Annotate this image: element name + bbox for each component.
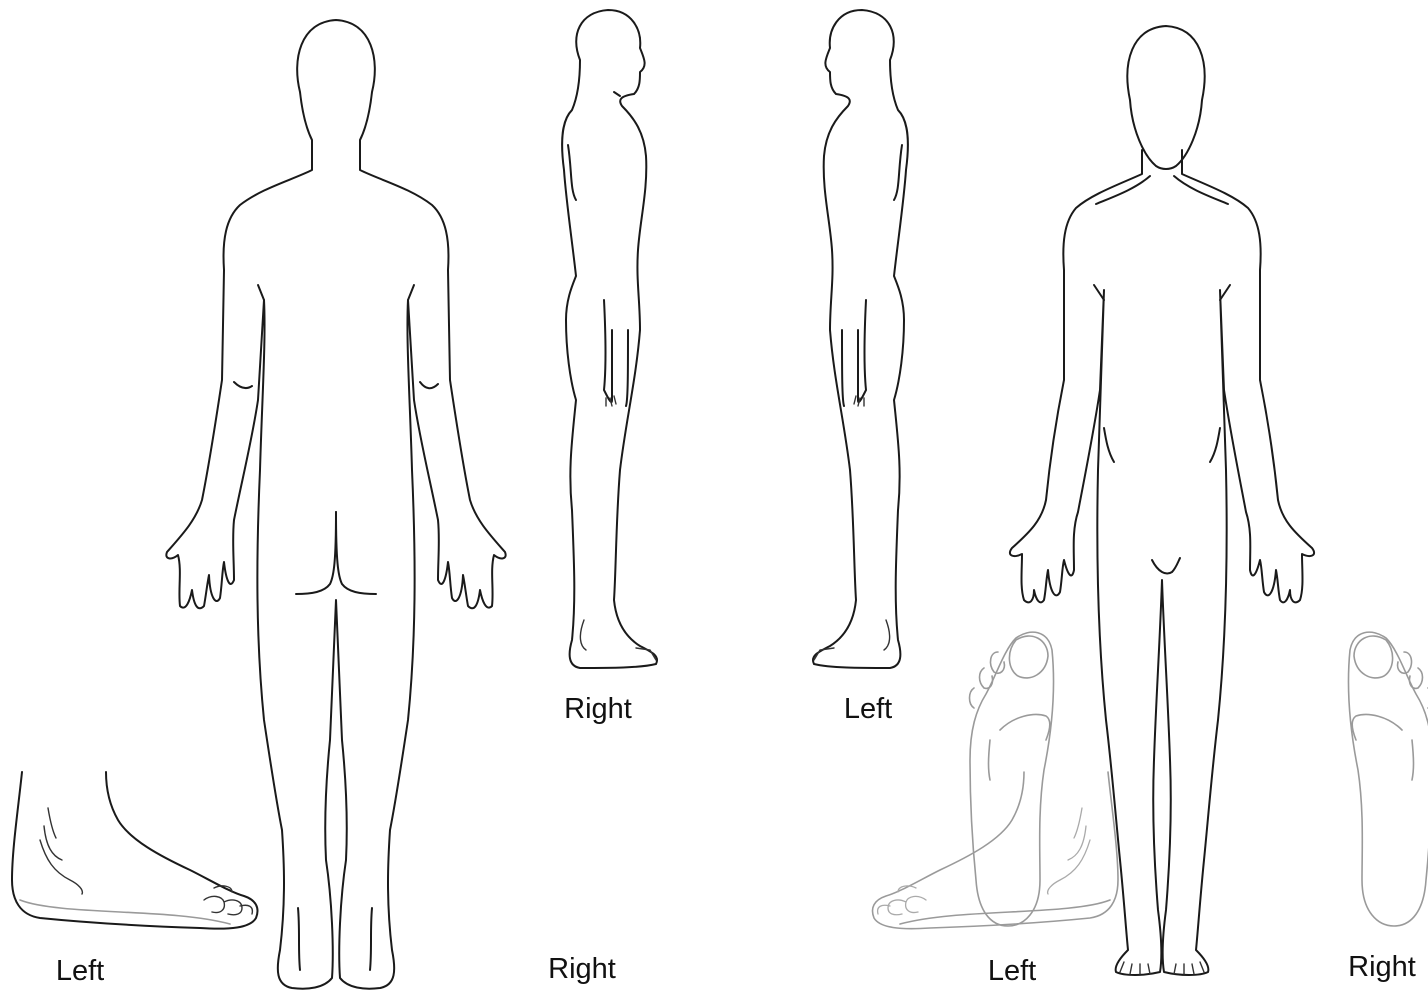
left-foot-side xyxy=(12,772,258,929)
left-sole-label: Left xyxy=(988,955,1036,987)
left-foot-side-label: Left xyxy=(56,955,104,987)
side-view-left-label: Left xyxy=(844,693,892,725)
right-foot-side-label: Right xyxy=(548,953,616,985)
left-sole xyxy=(970,632,1054,926)
side-view-right-figure xyxy=(562,10,657,668)
side-view-right-label: Right xyxy=(564,693,632,725)
back-view-figure xyxy=(166,20,505,989)
side-view-left-figure xyxy=(813,10,908,668)
right-foot-side xyxy=(873,772,1119,929)
right-sole-label: Right xyxy=(1348,951,1416,983)
front-view-figure xyxy=(1010,26,1314,975)
right-sole xyxy=(1348,632,1428,926)
